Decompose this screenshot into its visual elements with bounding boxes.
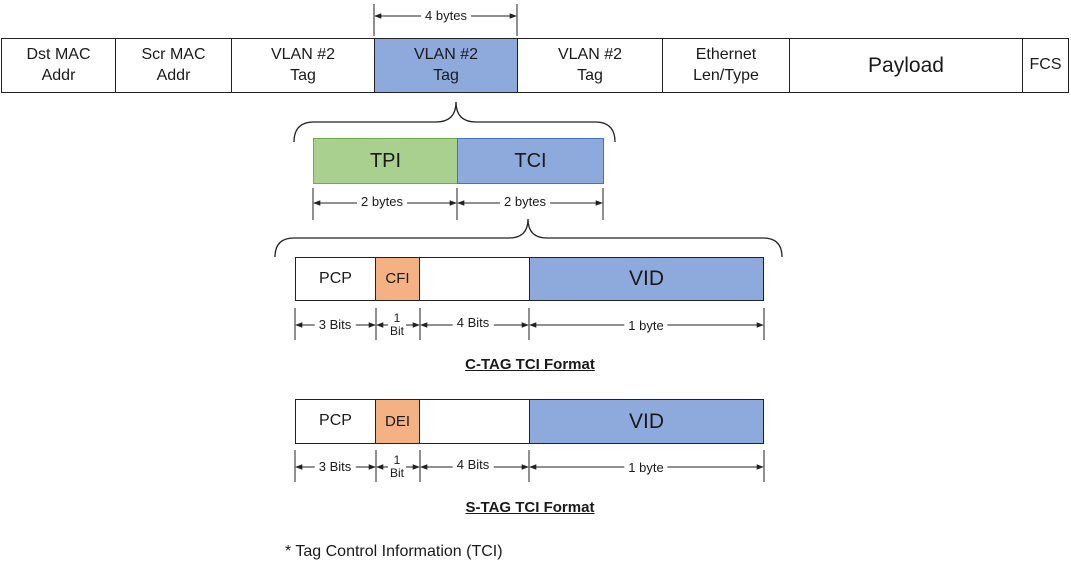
tci-footnote: * Tag Control Information (TCI) — [285, 543, 503, 560]
tag-size-label: 4 bytes — [421, 8, 471, 24]
frame-field-vlan-tag-1: VLAN #2 Tag — [231, 38, 375, 93]
s-tag-vid-high-bits-field — [419, 399, 530, 444]
s-tag-vid-field: VID — [529, 399, 764, 444]
vlan-tag-brace — [293, 101, 616, 143]
s-tag-caption: S-TAG TCI Format — [465, 499, 595, 516]
s-tag-4bits-size: 4 Bits — [452, 457, 494, 473]
frame-field-src-mac: Scr MAC Addr — [115, 38, 232, 93]
c-tag-vid-field: VID — [529, 257, 764, 301]
s-tag-pcp-field: PCP — [295, 399, 376, 444]
frame-field-vlan-tag-2: VLAN #2 Tag — [374, 38, 518, 93]
tpi-size-label: 2 bytes — [357, 194, 407, 210]
c-tag-vid-size: 1 byte — [624, 318, 668, 334]
frame-field-payload: Payload — [789, 38, 1023, 93]
s-tag-dei-field: DEI — [375, 399, 420, 444]
frame-field-vlan-tag-3: VLAN #2 Tag — [517, 38, 663, 93]
c-tag-vid-high-bits-field — [419, 257, 530, 301]
c-tag-caption: C-TAG TCI Format — [465, 356, 595, 373]
c-tag-4bits-size: 4 Bits — [452, 315, 494, 331]
c-tag-cfi-size: 1 Bit — [387, 310, 407, 339]
c-tag-pcp-size: 3 Bits — [314, 317, 356, 333]
s-tag-vid-size: 1 byte — [624, 460, 668, 476]
tci-field: TCI — [457, 138, 604, 184]
frame-field-dst-mac: Dst MAC Addr — [1, 38, 116, 93]
tci-brace — [274, 218, 783, 258]
s-tag-dei-size: 1 Bit — [387, 452, 407, 481]
tci-size-label: 2 bytes — [500, 194, 550, 210]
frame-field-ethertype: Ethernet Len/Type — [662, 38, 790, 93]
s-tag-pcp-size: 3 Bits — [314, 459, 356, 475]
c-tag-cfi-field: CFI — [375, 257, 420, 301]
tpi-field: TPI — [313, 138, 458, 184]
c-tag-pcp-field: PCP — [295, 257, 376, 301]
frame-field-fcs: FCS — [1022, 38, 1069, 93]
